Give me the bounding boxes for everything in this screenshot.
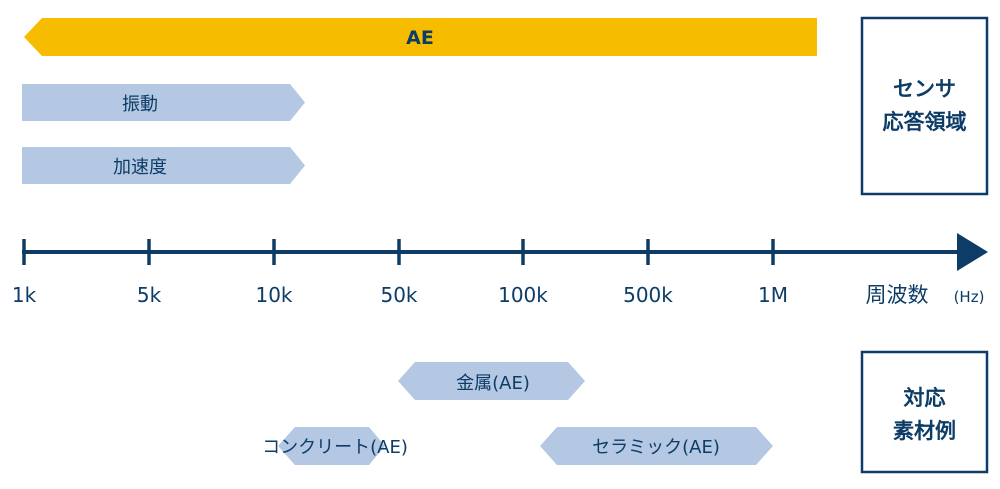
material-concrete: コンクリート(AE)	[262, 427, 408, 465]
material-box-line1: 対応	[904, 386, 946, 410]
axis-tick-label: 1k	[12, 283, 37, 307]
axis-tick-label: 50k	[380, 283, 417, 307]
concrete-label: コンクリート(AE)	[262, 437, 408, 458]
vibration-label: 振動	[122, 94, 158, 115]
frequency-axis: 1k 5k 10k 50k 100k 500k 1M 周波数 (Hz)	[12, 233, 988, 307]
ae-label: AE	[406, 27, 434, 49]
axis-tick-label: 5k	[137, 283, 162, 307]
material-examples-box: 対応 素材例	[860, 350, 989, 474]
axis-unit: (Hz)	[954, 288, 985, 306]
sensor-box-line2: 応答領域	[883, 110, 967, 134]
vibration-range-bar: 振動	[22, 84, 305, 121]
ae-range-bar: AE	[24, 18, 817, 56]
sensor-box-line1: センサ	[893, 77, 956, 101]
axis-tick-label: 500k	[623, 283, 673, 307]
acceleration-label: 加速度	[113, 157, 167, 178]
axis-tick-label: 1M	[758, 283, 788, 307]
metal-label: 金属(AE)	[456, 373, 530, 394]
axis-tick-label: 10k	[255, 283, 292, 307]
axis-arrowhead	[957, 233, 988, 271]
material-ceramic: セラミック(AE)	[540, 427, 773, 465]
acceleration-range-bar: 加速度	[22, 147, 305, 184]
axis-tick-label: 100k	[498, 283, 548, 307]
axis-label: 周波数	[866, 283, 929, 307]
material-metal: 金属(AE)	[398, 362, 585, 400]
material-box-line2: 素材例	[893, 419, 956, 443]
ceramic-label: セラミック(AE)	[592, 437, 720, 458]
sensor-response-box: センサ 応答領域	[860, 16, 989, 196]
